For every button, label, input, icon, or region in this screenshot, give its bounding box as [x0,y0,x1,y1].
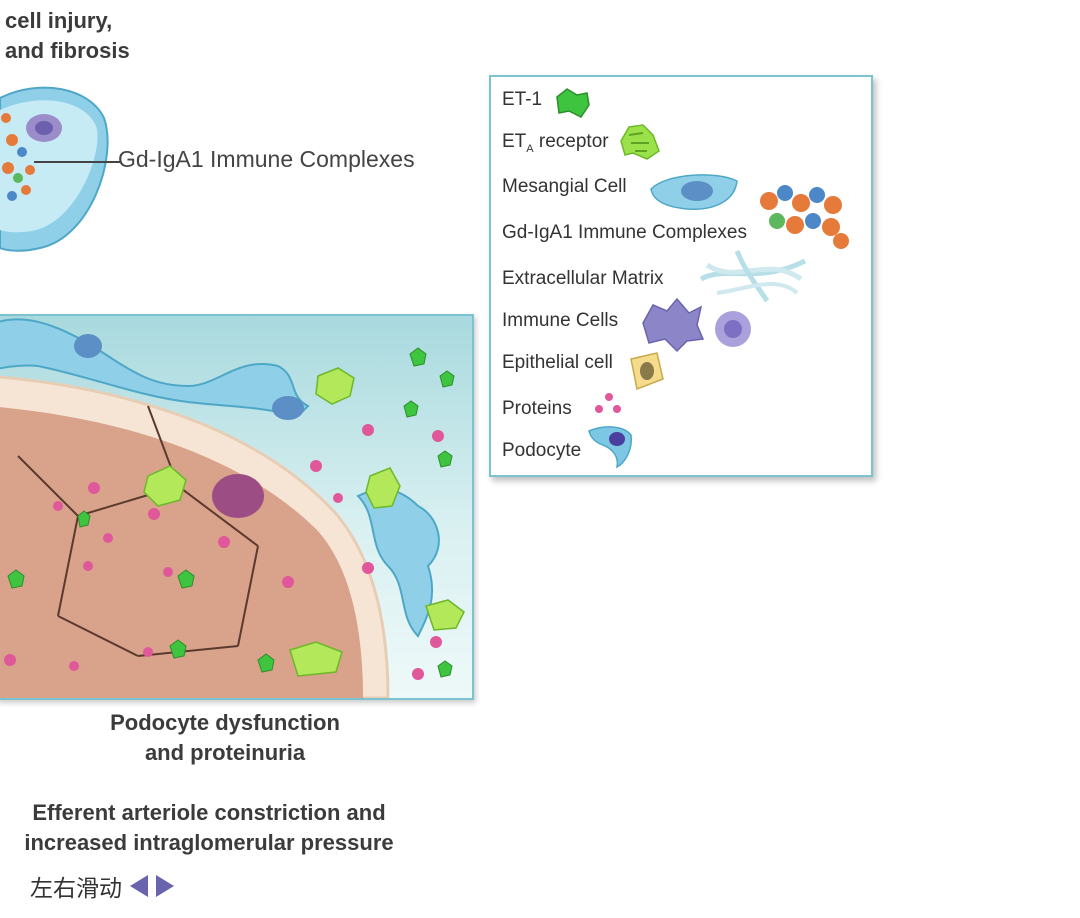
epithelial-cell-icon [630,352,664,391]
legend-label-immune-cells: Immune Cells [502,310,619,331]
podocyte-caption-line-2: and proteinuria [144,740,306,765]
efferent-arteriole-caption: Efferent arteriole constriction and incr… [0,798,418,858]
legend-label-immune-complexes: Gd-IgA1 Immune Complexes [502,222,747,243]
swipe-right-arrow-icon[interactable] [156,875,174,897]
legend-box: ET-1 ETA receptor Mesangial Cell Gd-IgA1… [489,75,873,477]
eta-subscript: A [526,142,534,155]
legend-label-epithelial: Epithelial cell [502,352,613,373]
immune-cells-icon [642,297,751,353]
extracellular-matrix-icon [699,250,807,303]
legend-label-eta-receptor: ETA receptor [502,131,609,155]
glomerular-capillary-panel [0,314,474,700]
efferent-caption-line-2: increased intraglomerular pressure [24,830,394,855]
podocyte-dysfunction-caption: Podocyte dysfunction and proteinuria [60,708,390,768]
proteins-icon [595,393,621,413]
legend-label-mesangial: Mesangial Cell [502,176,627,197]
immune-complex-callout-label: Gd-IgA1 Immune Complexes [118,146,415,172]
injury-fibrosis-caption: cell injury, and fibrosis [5,6,205,66]
immune-complex-icon [760,185,849,249]
legend-label-proteins: Proteins [502,398,572,419]
legend-label-et1: ET-1 [502,89,543,110]
swipe-navigation: 左右滑动 [30,870,174,902]
immune-complex-cluster [1,113,35,201]
eta-prefix: ET [502,131,527,152]
podocyte-icon [588,426,633,469]
mesangial-cell-illustration [0,86,120,252]
glomerulus-illustration [0,318,465,698]
legend-label-podocyte: Podocyte [502,440,582,461]
eta-receptor-icon [620,124,660,160]
mesangial-cell-icon [650,174,738,210]
caption-line-1: cell injury, [5,8,113,33]
podocyte-caption-line-1: Podocyte dysfunction [110,710,340,735]
legend-label-ecm: Extracellular Matrix [502,268,664,289]
caption-line-2: and fibrosis [5,38,130,63]
efferent-caption-line-1: Efferent arteriole constriction and [32,800,386,825]
et1-icon [556,88,590,118]
swipe-left-arrow-icon[interactable] [130,875,148,897]
eta-suffix: receptor [533,131,609,152]
swipe-label: 左右滑动 [30,875,122,901]
